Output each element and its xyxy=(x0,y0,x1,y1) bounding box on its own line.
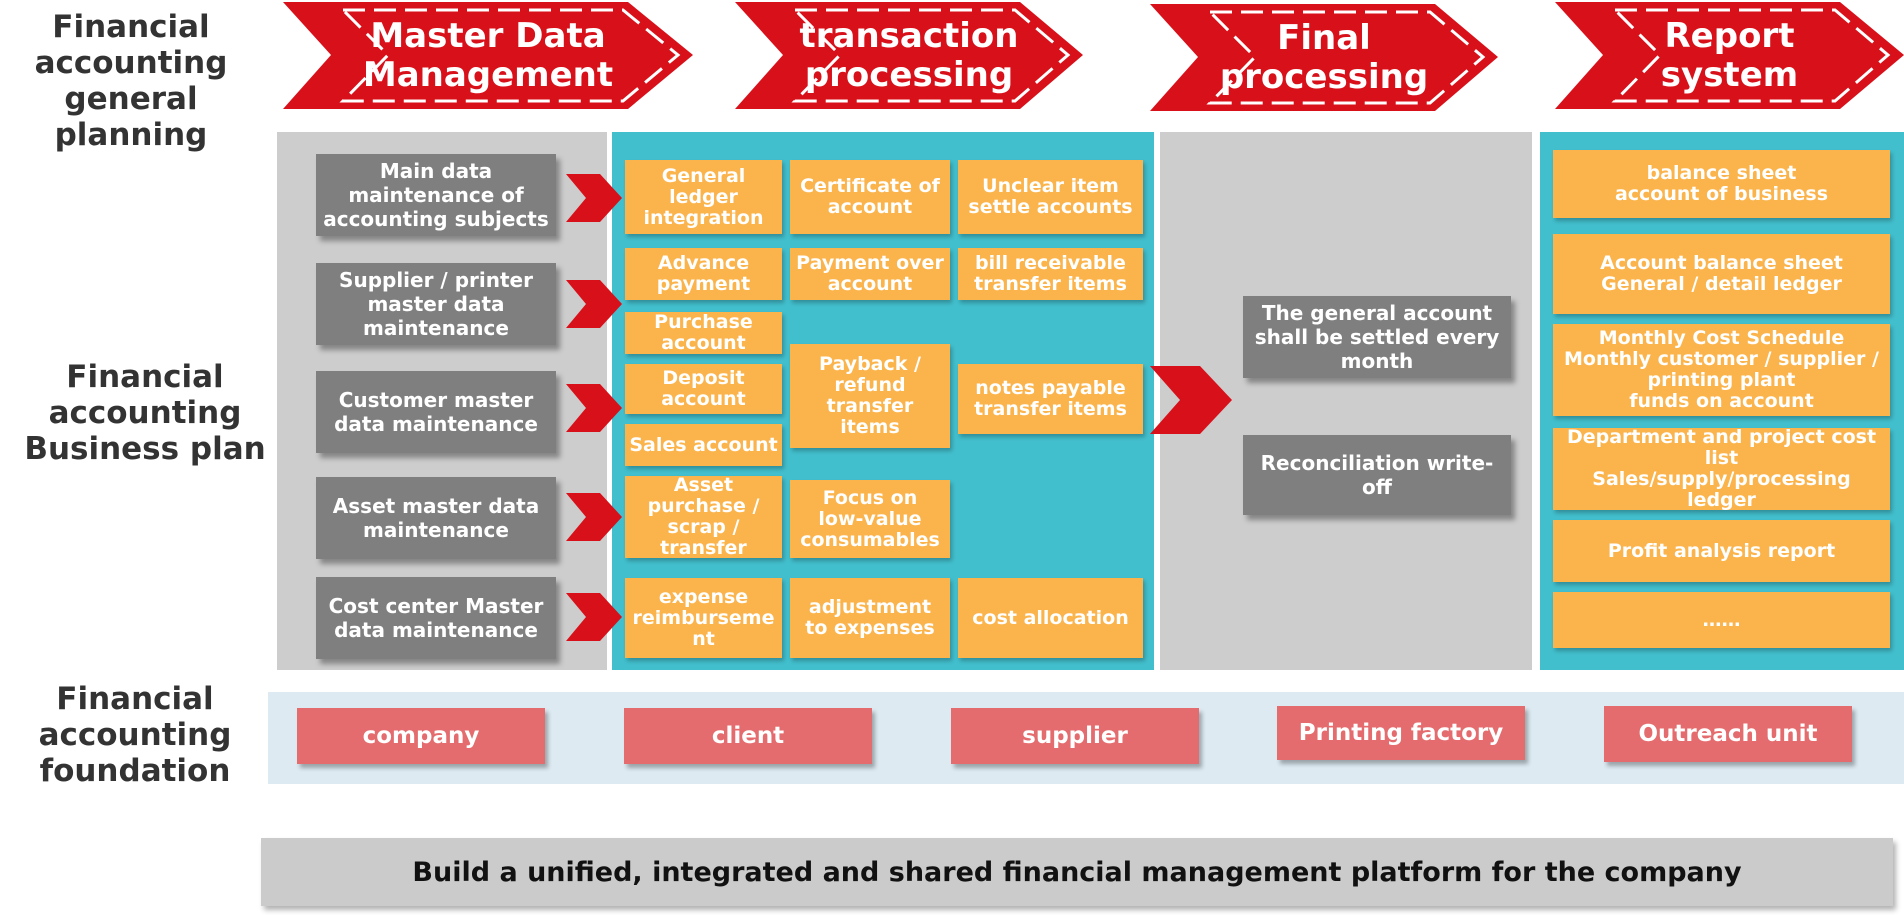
txn-purchase-account: Purchase account xyxy=(625,312,782,354)
phase-chevron-transaction: transaction processing xyxy=(735,2,1083,109)
report-balance-sheet: balance sheet account of business xyxy=(1553,150,1890,218)
phase-label: Report system xyxy=(1660,15,1799,95)
master-data-supplier-printer: Supplier / printer master data maintenan… xyxy=(316,263,556,345)
txn-payback-refund: Payback / refund transfer items xyxy=(790,344,950,448)
report-department-cost: Department and project cost list Sales/s… xyxy=(1553,428,1890,510)
master-data-cost-center: Cost center Master data maintenance xyxy=(316,577,556,659)
report-account-balance: Account balance sheet General / detail l… xyxy=(1553,234,1890,314)
txn-asset-purchase: Asset purchase / scrap / transfer xyxy=(625,476,782,558)
foundation-company: company xyxy=(297,708,545,764)
phase-label: transaction processing xyxy=(799,15,1019,95)
arrow-right-icon xyxy=(566,493,622,541)
txn-expense-reimbursement: expense reimburseme nt xyxy=(625,578,782,658)
foundation-printing-factory: Printing factory xyxy=(1277,706,1525,760)
arrow-right-icon xyxy=(1150,366,1232,434)
master-data-asset: Asset master data maintenance xyxy=(316,477,556,559)
platform-statement: Build a unified, integrated and shared f… xyxy=(261,838,1893,906)
txn-notes-payable: notes payable transfer items xyxy=(958,364,1143,434)
txn-bill-receivable: bill receivable transfer items xyxy=(958,248,1143,300)
foundation-supplier: supplier xyxy=(951,708,1199,764)
txn-general-ledger-integration: General ledger integration xyxy=(625,160,782,234)
txn-adjustment-expenses: adjustment to expenses xyxy=(790,578,950,658)
txn-low-value-consumables: Focus on low-value consumables xyxy=(790,480,950,558)
master-data-customer: Customer master data maintenance xyxy=(316,371,556,453)
txn-sales-account: Sales account xyxy=(625,424,782,466)
foundation-client: client xyxy=(624,708,872,764)
phase-label: Final processing xyxy=(1219,17,1429,97)
txn-payment-over-account: Payment over account xyxy=(790,248,950,300)
report-profit-analysis: Profit analysis report xyxy=(1553,520,1890,582)
txn-certificate-of-account: Certificate of account xyxy=(790,160,950,234)
arrow-right-icon xyxy=(566,384,622,432)
foundation-outreach-unit: Outreach unit xyxy=(1604,706,1852,762)
final-monthly-settlement: The general account shall be settled eve… xyxy=(1243,296,1511,378)
phase-chevron-master-data: Master Data Management xyxy=(283,2,693,109)
arrow-right-icon xyxy=(566,593,622,641)
final-reconciliation: Reconciliation write-off xyxy=(1243,435,1511,515)
txn-advance-payment: Advance payment xyxy=(625,248,782,300)
txn-unclear-item: Unclear item settle accounts xyxy=(958,160,1143,234)
phase-chevron-report: Report system xyxy=(1555,2,1904,109)
row-label-planning: Financial accounting general planning xyxy=(34,9,228,153)
row-label-business: Financial accounting Business plan xyxy=(24,359,266,467)
phase-chevron-final: Final processing xyxy=(1150,4,1498,111)
txn-cost-allocation: cost allocation xyxy=(958,578,1143,658)
report-monthly-cost: Monthly Cost Schedule Monthly customer /… xyxy=(1553,324,1890,416)
master-data-accounting-subjects: Main data maintenance of accounting subj… xyxy=(316,154,556,236)
report-more: …… xyxy=(1553,592,1890,648)
row-label-foundation: Financial accounting foundation xyxy=(38,681,232,789)
arrow-right-icon xyxy=(566,174,622,222)
arrow-right-icon xyxy=(566,280,622,328)
txn-deposit-account: Deposit account xyxy=(625,364,782,414)
phase-label: Master Data Management xyxy=(362,15,614,95)
